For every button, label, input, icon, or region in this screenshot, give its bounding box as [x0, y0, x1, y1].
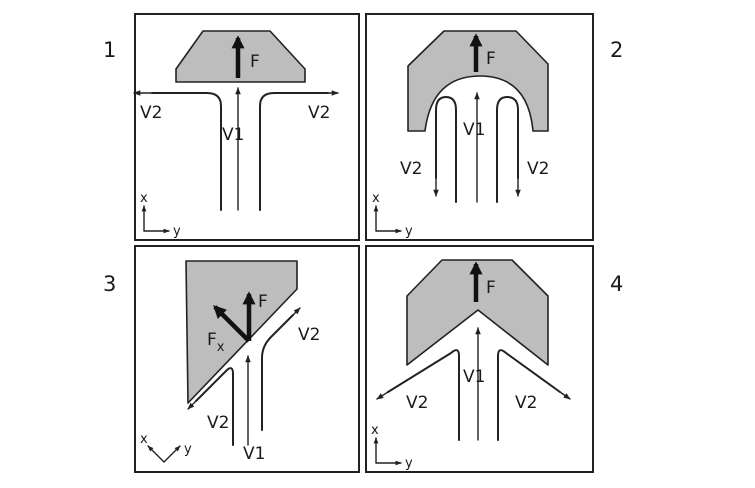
panel-3-jet-right-wall — [261, 314, 294, 431]
panel-3: 3 F Fx V2 V2 V1 x y — [103, 245, 360, 473]
panel-4-v2-left-arrow — [376, 391, 389, 400]
panel-2-force-label: F — [486, 49, 496, 69]
panel-3-v1-label: V1 — [243, 444, 265, 464]
panel-2-jet-right-wall — [496, 96, 519, 203]
panel-1-v2-left-label: V2 — [140, 103, 162, 123]
panel-3-axis-y — [163, 445, 181, 463]
panel-1-number: 1 — [103, 38, 116, 62]
panel-2-v1-label: V1 — [463, 120, 485, 140]
panel-2-jet-left-wall — [435, 96, 457, 203]
panel-3-number: 3 — [103, 272, 116, 296]
panel-1-axis-y-label: y — [173, 224, 181, 239]
panel-4-wedge — [406, 259, 549, 366]
panel-4-v2-right-arrow — [559, 391, 571, 400]
panel-3-jet-left-wall — [195, 367, 234, 446]
panel-3-force-label: F — [258, 292, 268, 312]
panel-3-axis-x-label: x — [140, 432, 148, 447]
panel-2-v2-left-label: V2 — [400, 159, 422, 179]
panel-3-axis-x — [147, 445, 165, 463]
panel-3-v2-left-arrow — [187, 400, 197, 410]
panel-2-number: 2 — [610, 38, 623, 62]
panel-1-plate — [175, 30, 306, 83]
panel-4-v2-left-label: V2 — [406, 393, 428, 413]
panel-4-v2-right-label: V2 — [515, 393, 537, 413]
panel-3-v2-right-arrow — [292, 307, 301, 316]
panel-1: 1 F V2 V2 V1 x y — [103, 13, 360, 241]
panel-2: 2 F V2 V2 V1 x y — [365, 13, 623, 241]
panel-4-force-label: F — [486, 278, 496, 298]
panel-4-jet-right-wall — [497, 349, 561, 441]
panel-4-number: 4 — [610, 272, 623, 296]
panel-2-axis-x-label: x — [372, 191, 380, 206]
panel-3-v2-right-label: V2 — [298, 325, 320, 345]
panel-3-axis-y-label: y — [184, 442, 192, 457]
panel-2-axis-y-label: y — [405, 224, 413, 239]
panel-4-axis-y-label: y — [405, 456, 413, 471]
panel-3-v2-left-label: V2 — [207, 413, 229, 433]
panel-1-v2-right-label: V2 — [308, 103, 330, 123]
panel-4: 4 F V2 V2 V1 x y — [365, 245, 623, 473]
panel-1-jet-left-wall — [151, 92, 222, 211]
panel-1-force-label: F — [250, 52, 260, 72]
panel-1-jet-right-wall — [259, 92, 329, 211]
panel-4-jet-left-wall — [387, 349, 460, 441]
panel-2-cup — [407, 30, 549, 132]
panel-3-force-x-main: F — [207, 330, 217, 350]
panel-1-axis-x-label: x — [140, 191, 148, 206]
panel-3-force-x-arrow — [213, 305, 251, 343]
panel-4-axis-x-label: x — [371, 423, 379, 438]
panel-4-v1-label: V1 — [463, 367, 485, 387]
panel-3-force-x-label: Fx — [207, 330, 225, 355]
panel-2-v2-right-label: V2 — [527, 159, 549, 179]
panel-3-force-x-sub: x — [217, 340, 225, 355]
panel-1-v1-label: V1 — [222, 125, 244, 145]
